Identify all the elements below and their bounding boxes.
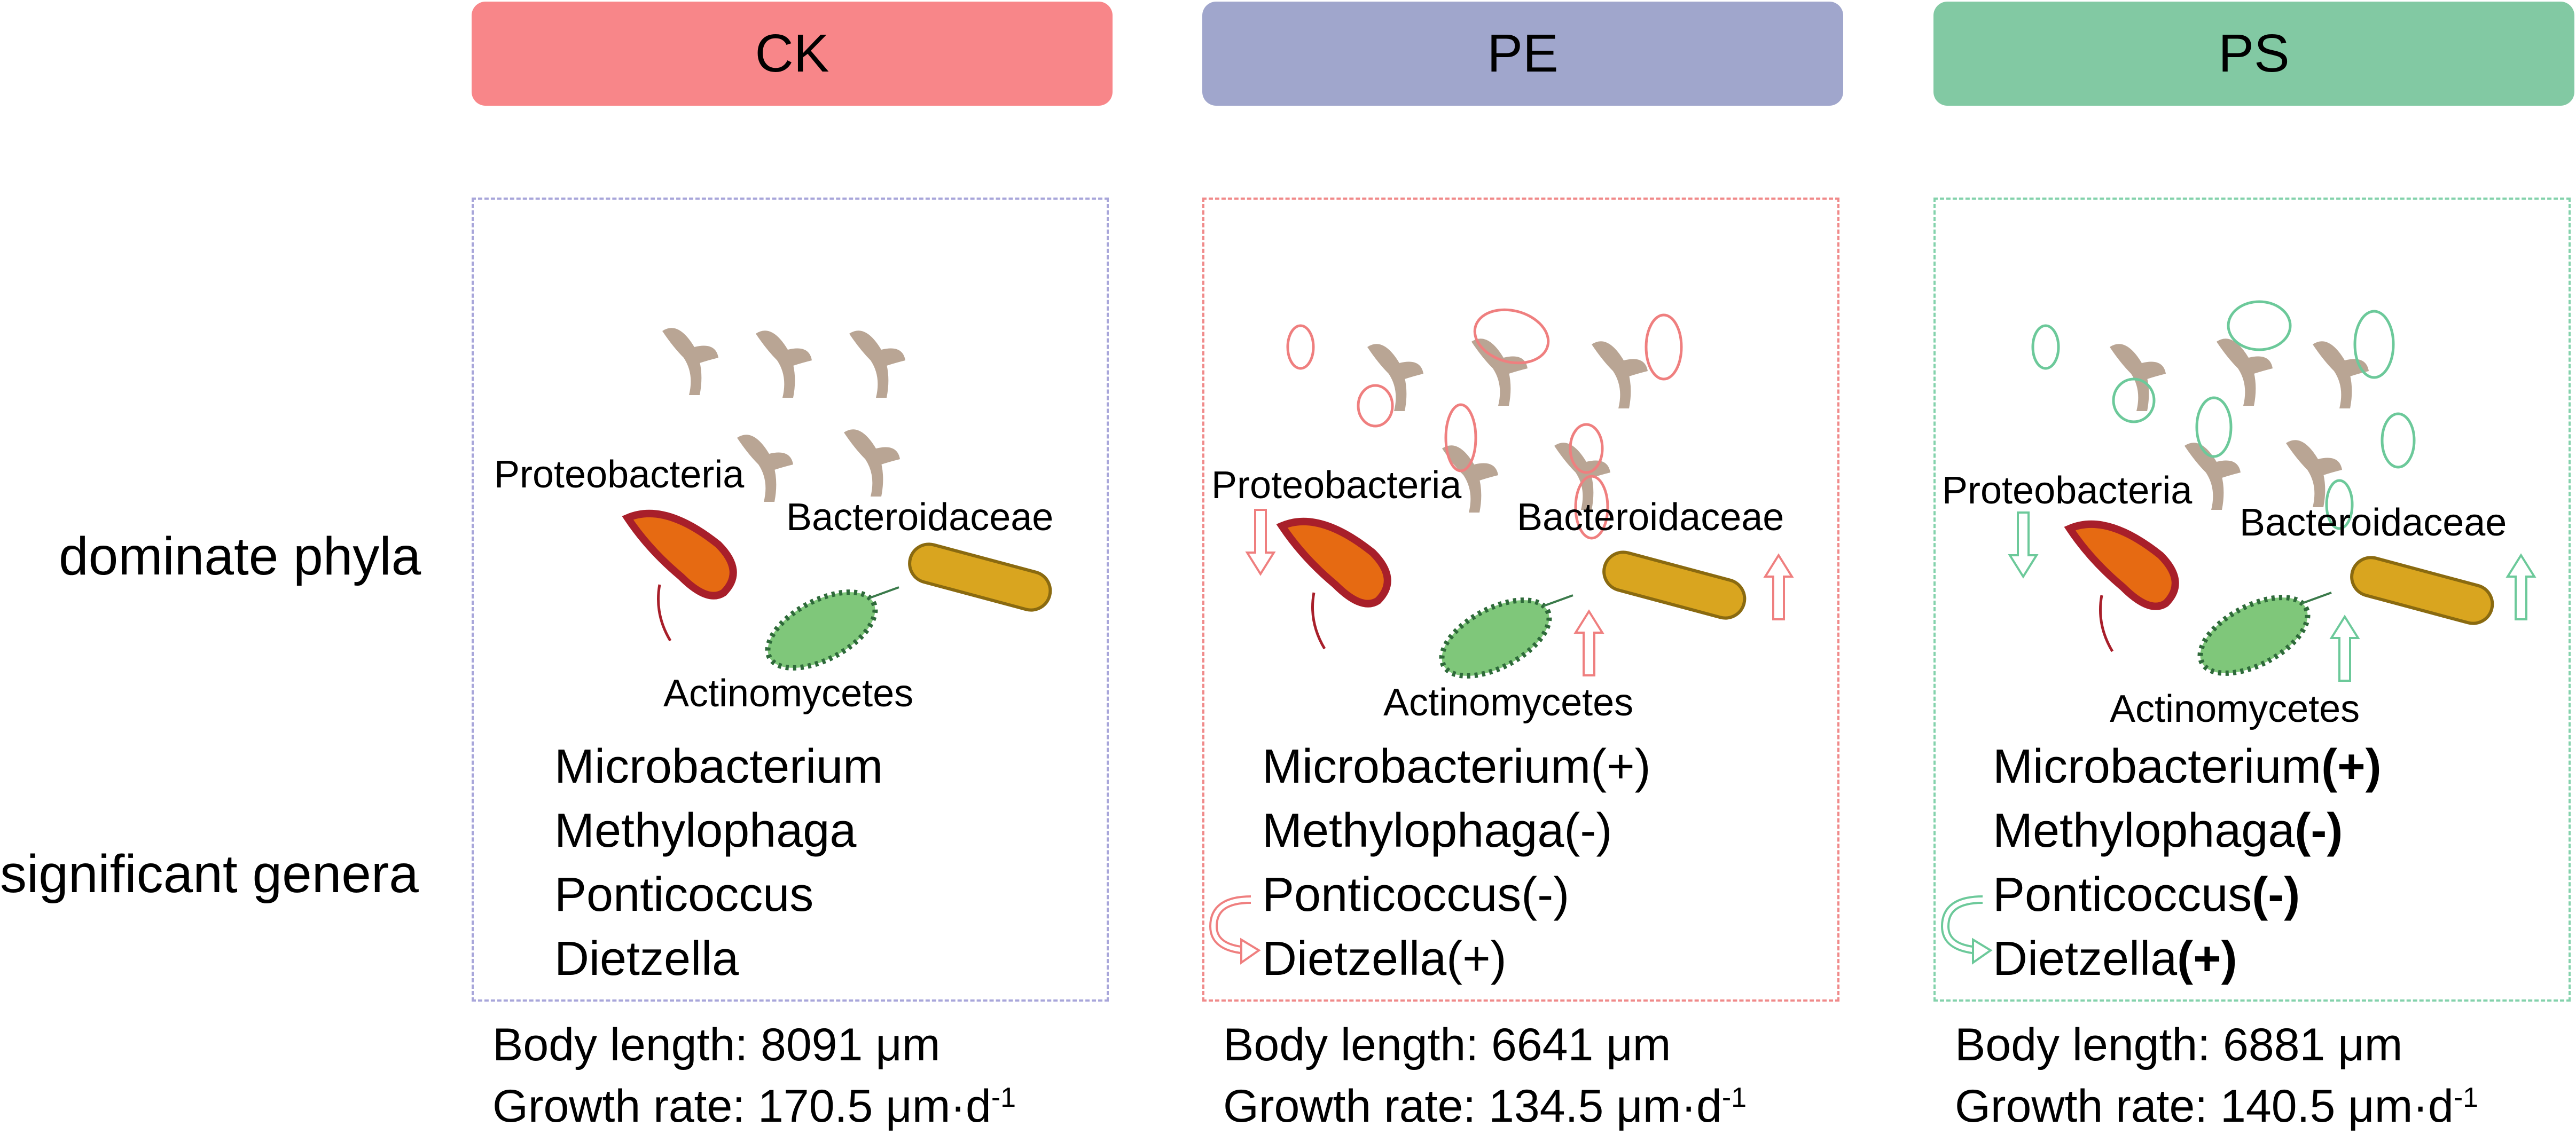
body-length-ck: Body length: 8091 μm bbox=[492, 1019, 941, 1070]
phylum-proteobacteria-ps: Proteobacteria bbox=[1942, 469, 2193, 512]
sea-cucumber-group-ck bbox=[662, 328, 905, 502]
phylum-proteobacteria-ck: Proteobacteria bbox=[494, 453, 745, 496]
bacteroidaceae-bacterium-icon bbox=[2350, 556, 2494, 625]
header-pe: PE bbox=[1202, 2, 1843, 106]
sea-cucumber-icon bbox=[1592, 341, 1648, 408]
genera-list-ps: Microbacterium(+) Methylophaga(-) Pontic… bbox=[1993, 735, 2382, 991]
phylum-bacteroidaceae-pe: Bacteroidaceae bbox=[1517, 496, 1784, 539]
genus-item: Microbacterium(+) bbox=[1262, 740, 1651, 793]
sea-cucumber-icon bbox=[2184, 443, 2241, 510]
sea-cucumber-icon bbox=[844, 429, 900, 497]
genera-list-pe: Microbacterium(+) Methylophaga(-) Pontic… bbox=[1262, 735, 1651, 991]
microplastic-particles-pe bbox=[1286, 308, 1683, 540]
phylum-proteobacteria-pe: Proteobacteria bbox=[1211, 464, 1462, 507]
sea-cucumber-icon bbox=[849, 330, 905, 398]
curved-arrow-icon bbox=[1940, 895, 1993, 965]
panel-pe bbox=[1202, 198, 1839, 1002]
bacteroidaceae-bacterium-icon bbox=[1602, 550, 1747, 620]
genus-item: Methylophaga(-) bbox=[1993, 804, 2343, 857]
proteobacteria-bacterium-icon bbox=[1276, 517, 1391, 650]
genus-item: Microbacterium bbox=[554, 740, 883, 793]
sea-cucumber-icon bbox=[756, 330, 812, 398]
phylum-bacteroidaceae-ps: Bacteroidaceae bbox=[2240, 501, 2507, 544]
actinomycetes-bacterium-icon bbox=[765, 586, 899, 671]
up-arrow-icon bbox=[1573, 609, 1604, 676]
growth-rate-ps: Growth rate: 140.5 μm·d-1 bbox=[1955, 1081, 2479, 1132]
curved-arrow-icon bbox=[1209, 895, 1261, 965]
up-arrow-icon bbox=[2329, 615, 2360, 682]
sea-cucumber-icon bbox=[737, 435, 793, 502]
bacteroidaceae-bacterium-icon bbox=[908, 542, 1052, 612]
stats-pe: Body length: 6641 μm Growth rate: 134.5 … bbox=[1223, 1014, 1747, 1137]
up-arrow-icon bbox=[2505, 553, 2536, 620]
genus-item: Ponticoccus bbox=[554, 868, 814, 922]
microplastic-particles-ps bbox=[2031, 300, 2416, 530]
genus-item: Ponticoccus(-) bbox=[1262, 868, 1570, 922]
growth-rate-ck: Growth rate: 170.5 μm·d-1 bbox=[492, 1081, 1016, 1132]
body-length-pe: Body length: 6641 μm bbox=[1223, 1019, 1671, 1070]
header-ps: PS bbox=[1933, 2, 2574, 106]
stats-ps: Body length: 6881 μm Growth rate: 140.5 … bbox=[1955, 1014, 2478, 1137]
down-arrow-icon bbox=[2008, 511, 2039, 579]
genus-item: Ponticoccus(-) bbox=[1993, 868, 2300, 922]
panel-ck bbox=[472, 198, 1109, 1002]
sea-cucumber-icon bbox=[2286, 440, 2342, 507]
sea-cucumber-icon bbox=[662, 328, 718, 395]
stats-ck: Body length: 8091 μm Growth rate: 170.5 … bbox=[492, 1014, 1016, 1137]
phylum-actinomycetes-ck: Actinomycetes bbox=[663, 672, 914, 715]
phylum-actinomycetes-ps: Actinomycetes bbox=[2110, 688, 2360, 730]
sea-cucumber-group-ps bbox=[2031, 300, 2416, 530]
down-arrow-icon bbox=[1245, 509, 1276, 576]
phylum-actinomycetes-pe: Actinomycetes bbox=[1383, 681, 1634, 724]
genus-item: Dietzella(+) bbox=[1993, 932, 2237, 986]
row-label-dominate-phyla: dominate phyla bbox=[59, 526, 421, 586]
sea-cucumber-icon bbox=[1471, 338, 1528, 406]
sea-cucumber-group-pe bbox=[1286, 308, 1683, 540]
sea-cucumber-icon bbox=[1554, 443, 1610, 510]
sea-cucumber-icon bbox=[1367, 344, 1423, 411]
header-ck: CK bbox=[472, 2, 1113, 106]
phylum-bacteroidaceae-ck: Bacteroidaceae bbox=[786, 496, 1054, 539]
sea-cucumber-icon bbox=[2110, 344, 2166, 411]
actinomycetes-bacterium-icon bbox=[2197, 592, 2332, 676]
row-label-significant-genera: significant genera bbox=[0, 844, 419, 904]
genus-item: Microbacterium(+) bbox=[1993, 740, 2382, 793]
growth-rate-pe: Growth rate: 134.5 μm·d-1 bbox=[1223, 1081, 1747, 1132]
proteobacteria-bacterium-icon bbox=[2064, 520, 2179, 652]
genus-item: Dietzella bbox=[554, 932, 739, 986]
proteobacteria-bacterium-icon bbox=[622, 509, 737, 642]
genus-item: Dietzella(+) bbox=[1262, 932, 1507, 986]
sea-cucumber-icon bbox=[2313, 341, 2369, 408]
genus-item: Methylophaga(-) bbox=[1262, 804, 1612, 857]
up-arrow-icon bbox=[1763, 553, 1794, 620]
sea-cucumber-icon bbox=[2217, 338, 2273, 406]
genera-list-ck: Microbacterium Methylophaga Ponticoccus … bbox=[554, 735, 883, 991]
panel-ps bbox=[1933, 198, 2571, 1002]
body-length-ps: Body length: 6881 μm bbox=[1955, 1019, 2403, 1070]
genus-item: Methylophaga bbox=[554, 804, 857, 857]
actinomycetes-bacterium-icon bbox=[1439, 594, 1573, 679]
